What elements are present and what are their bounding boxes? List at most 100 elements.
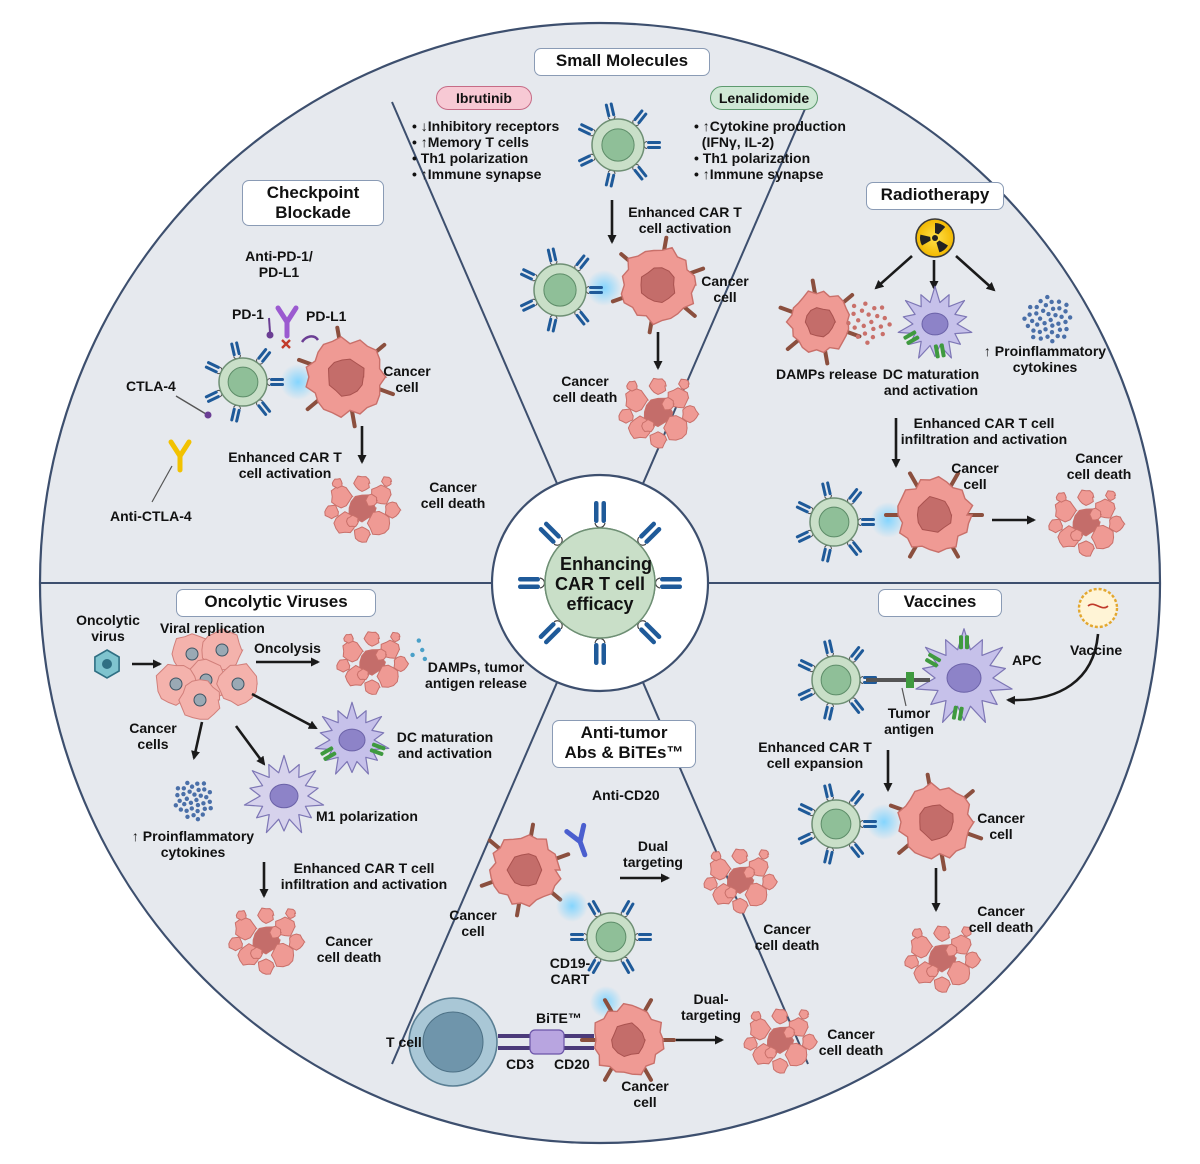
ibrutinib-effect: • ↑Memory T cells <box>412 134 529 150</box>
cell-fragment <box>1090 524 1115 550</box>
cytokine <box>1067 315 1073 320</box>
anti-pd1-label: PD-L1 <box>258 264 300 280</box>
radiation-blade <box>920 234 931 246</box>
cytokine <box>861 323 866 329</box>
cytokine <box>1048 317 1053 323</box>
sm-activation-label: cell activation <box>638 220 732 236</box>
cytokine <box>177 798 182 804</box>
oncolytic-virus-label: virus <box>91 628 125 644</box>
ibrutinib-effect: • Th1 polarization <box>412 150 529 166</box>
cell-fragment <box>330 485 354 509</box>
ov-cancer-cells-label: Cancer <box>129 720 177 736</box>
vaccine-arrow <box>1006 633 1100 705</box>
arrow <box>955 255 996 292</box>
cytokine <box>887 322 892 327</box>
cytokine <box>879 305 885 310</box>
cytokine <box>410 652 415 658</box>
cytokine <box>1057 327 1063 332</box>
expansion-label: Enhanced CAR T <box>758 739 872 755</box>
tumor-antigen <box>939 851 947 872</box>
tcell-nucleus <box>422 1011 484 1073</box>
cytokine <box>1062 334 1067 339</box>
car-t-cell <box>203 340 285 424</box>
at-cancer-death-label: cell death <box>754 937 820 953</box>
cytokine <box>1031 334 1036 340</box>
vc-cancer-cell-label: cell <box>989 826 1013 842</box>
cell-fragment <box>1105 490 1117 502</box>
cytokine <box>1056 299 1062 304</box>
dendritic-cell <box>897 285 973 359</box>
cytokine <box>1049 330 1055 335</box>
lenalidomide-effect: • ↑Immune synapse <box>694 166 824 182</box>
oncolytic-title: Oncolytic Viruses <box>176 589 376 617</box>
cell-fragment <box>771 1008 789 1025</box>
dual-targeting-label: targeting <box>623 854 683 870</box>
mhc-receptor <box>371 742 386 751</box>
at-cancer-death2-label: cell death <box>818 1042 884 1058</box>
ov-damps-label: antigen release <box>425 675 527 691</box>
rt-cancer-death-label: Cancer <box>1075 450 1123 466</box>
cell-fragment <box>911 928 923 939</box>
cell-fragment <box>641 418 656 433</box>
cell-fragment <box>709 857 732 881</box>
cytokine <box>196 787 201 793</box>
cytokine <box>184 796 190 801</box>
anti-ctla4-pointer <box>151 465 173 503</box>
vaccine-label: Vaccine <box>1070 642 1123 658</box>
cytokine <box>191 812 196 818</box>
cytokine <box>173 803 179 808</box>
dc-nucleus <box>269 783 299 809</box>
cytokine <box>195 781 200 786</box>
cell-fragment <box>758 849 770 860</box>
cell-fragment <box>1055 492 1067 503</box>
cytokine <box>859 308 865 313</box>
rt-cancer-cell-label: cell <box>963 476 987 492</box>
ibrutinib-effect: • ↑Immune synapse <box>412 166 542 182</box>
cell-fragment <box>661 396 675 411</box>
cytokine <box>1022 316 1027 321</box>
viral-replication-label: Viral replication <box>160 620 265 636</box>
cell-fragment <box>731 848 749 865</box>
cell-fragment <box>724 886 738 899</box>
radiation-blade <box>935 223 946 235</box>
sm-cancer-cell-label: Cancer <box>701 273 749 289</box>
mhc-receptor <box>939 343 946 358</box>
mhc-receptor <box>320 746 334 756</box>
cytokine <box>852 325 857 330</box>
cytokine <box>208 806 213 811</box>
tcell-nucleus <box>543 273 577 307</box>
dendritic-cell <box>915 628 1013 723</box>
cytokine <box>846 320 851 326</box>
cell-fragment <box>384 501 402 519</box>
cell-fragment <box>681 405 700 424</box>
car-t-cell <box>796 638 878 722</box>
ov-cancer-death-label: Cancer <box>325 933 373 949</box>
cell-fragment <box>946 960 971 986</box>
at-cancer-death2-label: Cancer <box>827 1026 875 1042</box>
center-title-line1: Enhancing <box>560 554 653 574</box>
antitumor-title-line: Abs & BiTEs™ <box>564 743 684 762</box>
infected-cluster <box>155 628 258 720</box>
ov-damps-label: DAMPs, tumor <box>427 659 525 675</box>
cell-fragment <box>376 664 399 688</box>
cell-fragment <box>749 1017 772 1041</box>
tumor-antigen-label: Tumor <box>887 705 931 721</box>
mhc-receptor <box>933 344 940 359</box>
cytokine <box>420 647 425 653</box>
cell-fragment <box>269 925 282 939</box>
cell-fragment <box>798 1009 810 1020</box>
cytokine <box>202 787 207 792</box>
dendritic-cell <box>314 701 390 775</box>
cell-fragment <box>331 478 343 489</box>
checkpoint-title-line: Checkpoint <box>266 183 360 202</box>
pd1-tip <box>266 331 274 339</box>
cancer-cell-death <box>743 1008 818 1074</box>
synapse-glow <box>866 804 902 840</box>
cell-fragment <box>649 431 668 449</box>
cytokine <box>863 301 868 306</box>
cytokine <box>422 656 428 662</box>
block-mark <box>281 339 291 349</box>
cell-fragment <box>761 873 778 891</box>
cell-fragment <box>904 954 919 970</box>
ov-dc-label: DC maturation <box>396 729 494 745</box>
